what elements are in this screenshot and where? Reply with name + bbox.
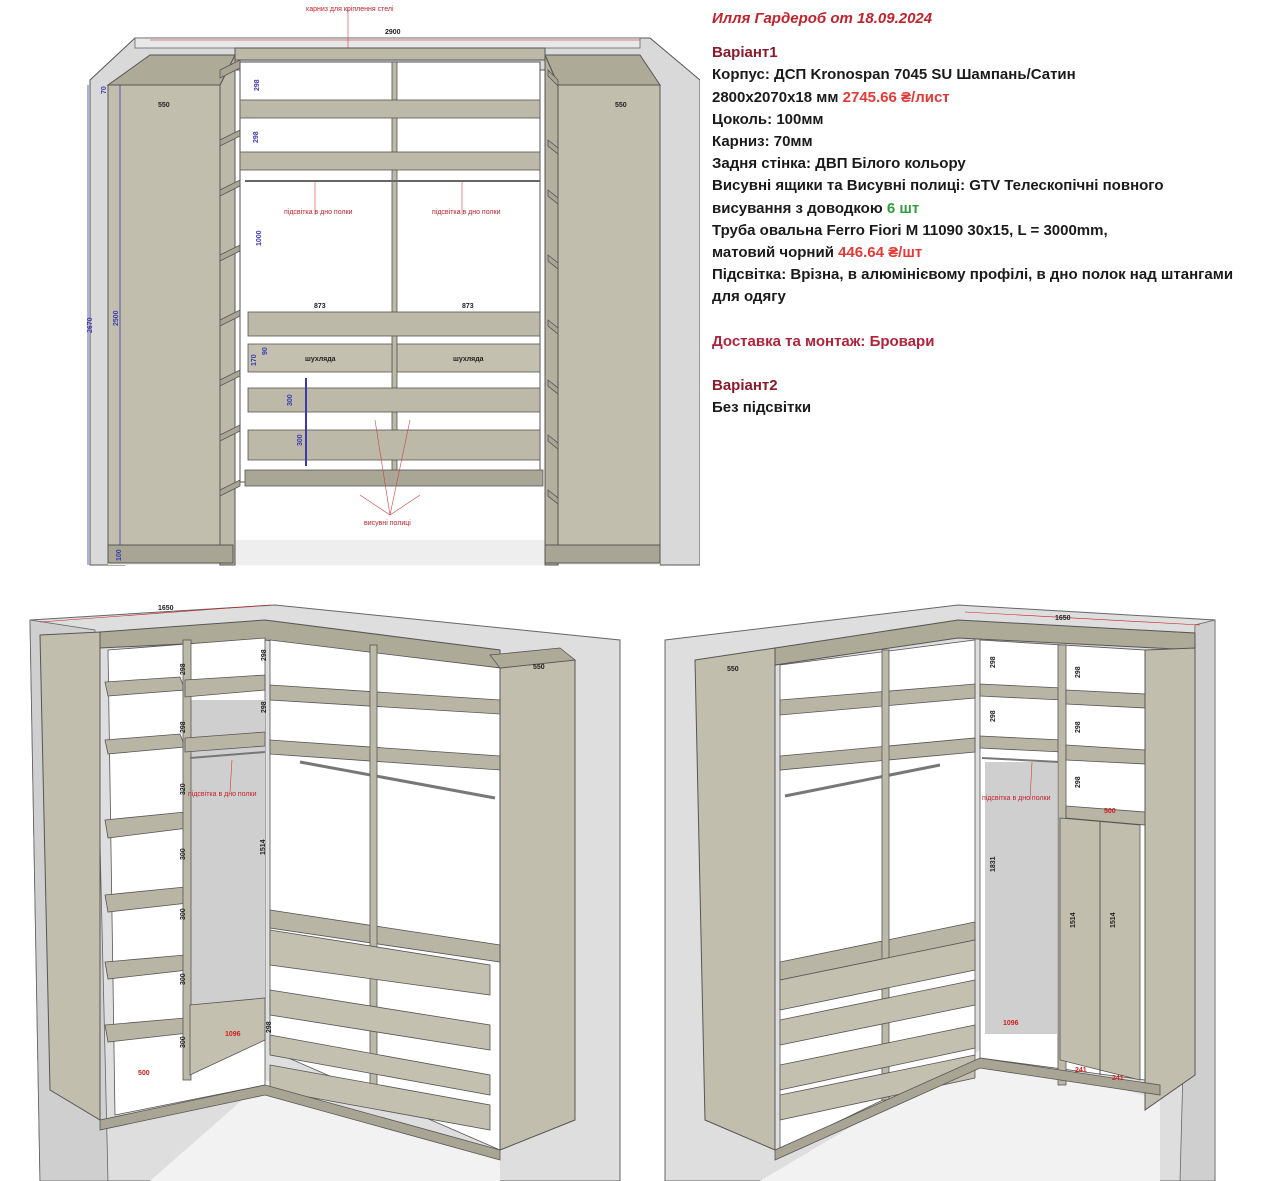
right-dim-241-b: 241	[1112, 1075, 1124, 1082]
right-dim-1514-b: 1514	[1110, 912, 1117, 928]
right-dim-298-d: 298	[1075, 721, 1082, 733]
cornice-dim: 70	[101, 86, 108, 94]
left-dim-298-c: 298	[261, 649, 268, 661]
left-iso-drawing: 1650 550 підсвітка в дно полки 298 298 2…	[29, 604, 621, 1181]
variant1-spec-line: 2800x2070x18 мм 2745.66 ₴/лист	[712, 88, 950, 106]
right-dim-1514-a: 1514	[1070, 912, 1077, 928]
variant1-spec-line: Корпус: ДСП Kronospan 7045 SU Шампань/Са…	[712, 66, 1076, 84]
variant1-specs: Корпус: ДСП Kronospan 7045 SU Шампань/Са…	[712, 64, 1272, 308]
left-dim-320: 320	[180, 783, 187, 795]
hanging-height: 1000	[256, 230, 263, 246]
right-dim-500: 500	[1104, 808, 1116, 815]
variant2-spec-line: Без підсвітки	[712, 399, 812, 417]
variant1-spec-line: Підсвітка: Врізна, в алюмінієвому профіл…	[712, 266, 1234, 284]
variant1-spec-line: Задня стінка: ДВП Білого кольору	[712, 155, 966, 173]
document-title: Илля Гардероб от 18.09.2024	[712, 10, 933, 27]
delivery-line: Доставка та монтаж: Бровари	[712, 332, 935, 350]
drawer-zone-dim: 170	[251, 354, 258, 366]
left-dim-300-c: 300	[180, 973, 187, 985]
left-dim-1514: 1514	[260, 839, 267, 855]
height-total-dim: 2670	[87, 317, 94, 333]
light-label-left: підсвітка в дно полки	[284, 208, 353, 216]
side-depth-left: 550	[158, 102, 170, 109]
light-label-right: підсвітка в дно полки	[432, 208, 501, 216]
left-dim-1096: 1096	[225, 1031, 241, 1038]
left-light-label: підсвітка в дно полки	[188, 790, 257, 798]
section-width-right: 873	[462, 303, 474, 310]
right-depth-dim: 550	[727, 666, 739, 673]
front-view-drawing: карниз для кріплення стелі 2900 2670 250…	[87, 5, 700, 566]
shelf-gap-2: 298	[253, 131, 260, 143]
pull-shelf-2-dim: 300	[297, 434, 304, 446]
height-body-dim: 2500	[113, 310, 120, 326]
left-dim-300-b: 300	[180, 908, 187, 920]
left-dim-500: 500	[138, 1070, 150, 1077]
left-dim-300-a: 300	[180, 848, 187, 860]
section-width-left: 873	[314, 303, 326, 310]
right-dim-298-a: 298	[990, 656, 997, 668]
left-dim-298-d: 298	[261, 701, 268, 713]
plinth-dim: 100	[116, 549, 123, 561]
variant1-spec-line: Висувні ящики та Висувні полиці: GTV Тел…	[712, 177, 1164, 195]
variant1-spec-line: матовий чорний 446.64 ₴/шт	[712, 244, 923, 262]
variant1-spec-line: Карниз: 70мм	[712, 133, 813, 151]
left-dim-298-e: 298	[266, 1021, 273, 1033]
right-width-dim: 1650	[1055, 615, 1071, 622]
left-width-dim: 1650	[158, 605, 174, 612]
variant1-spec-line: для одягу	[712, 288, 786, 306]
right-dim-298-b: 298	[990, 710, 997, 722]
variant1-spec-line: Труба овальна Ferro Fiori M 11090 30x15,…	[712, 221, 1108, 239]
side-depth-right: 550	[615, 102, 627, 109]
right-dim-1096: 1096	[1003, 1020, 1019, 1027]
right-dim-241-a: 241	[1075, 1067, 1087, 1074]
variant1-spec-line: висування з доводкою 6 шт	[712, 199, 920, 217]
shelf-gap-1: 298	[254, 79, 261, 91]
left-dim-298-b: 298	[180, 721, 187, 733]
right-light-label: підсвітка в дно полки	[982, 794, 1051, 802]
pull-shelves-label: висувні полиці	[364, 519, 411, 527]
right-dim-298-e: 298	[1075, 776, 1082, 788]
right-dim-1831: 1831	[990, 856, 997, 872]
ceiling-label: карниз для кріплення стелі	[306, 5, 394, 13]
pull-shelf-1-dim: 300	[287, 394, 294, 406]
left-dim-300-d: 300	[180, 1036, 187, 1048]
drawer-front-dim: 90	[262, 347, 269, 355]
right-dim-298-c: 298	[1075, 666, 1082, 678]
variant2-specs: Без підсвітки	[712, 397, 1272, 419]
width-total-dim: 2900	[385, 29, 401, 36]
variant1-heading: Варіант1	[712, 44, 778, 62]
spec-panel: Илля Гардероб от 18.09.2024 Варіант1 Кор…	[712, 8, 1272, 419]
drawer-label-left: шухляда	[305, 356, 336, 363]
variant1-spec-line: Цоколь: 100мм	[712, 110, 824, 128]
variant2-heading: Варіант2	[712, 376, 778, 394]
left-dim-298-a: 298	[180, 663, 187, 675]
left-depth-dim: 550	[533, 664, 545, 671]
drawer-label-right: шухляда	[453, 356, 484, 363]
